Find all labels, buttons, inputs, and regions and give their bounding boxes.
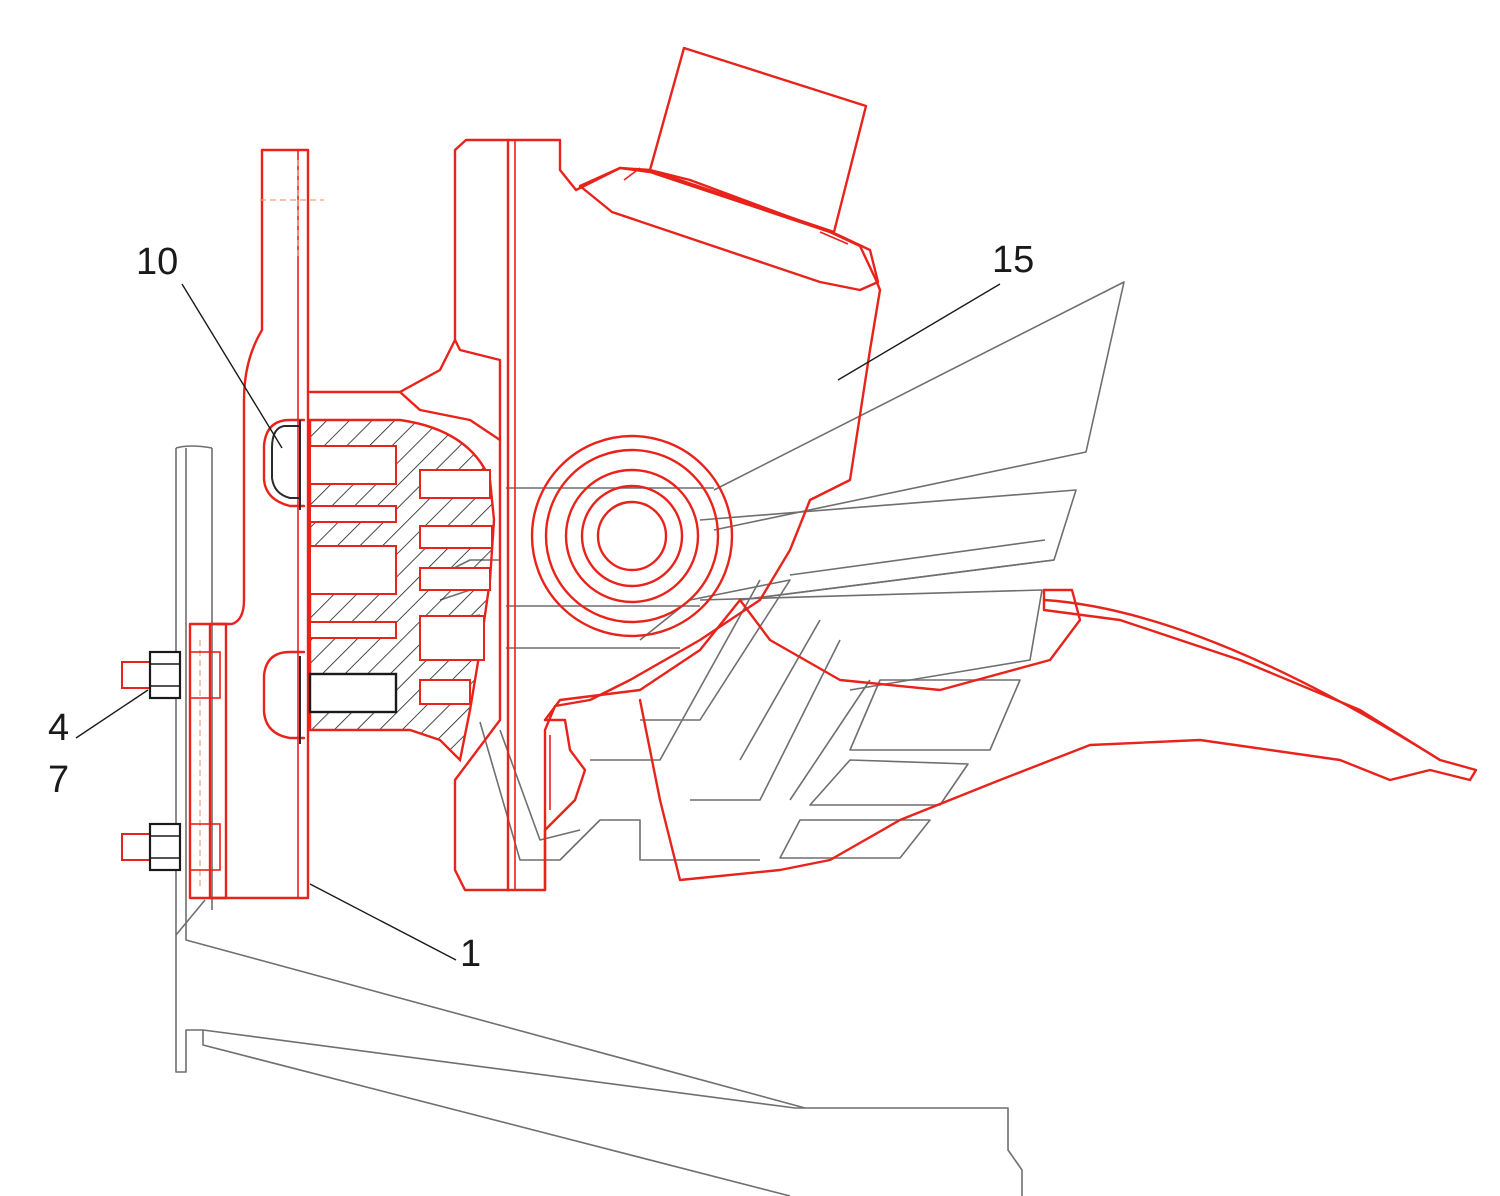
callout-7: 7 — [48, 759, 69, 801]
mounting-plate — [208, 148, 310, 900]
leader-1 — [309, 883, 457, 961]
sensor-module — [648, 46, 868, 234]
leader-15 — [837, 283, 1001, 381]
callout-15: 15 — [992, 239, 1034, 281]
leader-4 — [75, 689, 149, 739]
callout-4: 4 — [48, 707, 69, 749]
callout-1: 1 — [460, 933, 481, 975]
leader-10 — [181, 283, 283, 449]
rubber-pad-upper — [262, 418, 306, 508]
bolt-upper — [121, 650, 221, 700]
floor-frame — [175, 445, 1023, 1196]
pivot-bearing — [530, 434, 734, 638]
callouts: 10 15 4 7 1 — [48, 239, 1034, 975]
pedal-assembly — [121, 46, 1478, 900]
pedal-lever — [543, 588, 1478, 882]
pedal-housing — [453, 138, 882, 892]
bolt-lower — [121, 822, 221, 872]
leader-lines — [75, 283, 1001, 961]
callout-10: 10 — [136, 241, 178, 283]
block-slots — [308, 445, 493, 714]
rubber-pad-lower — [262, 650, 306, 740]
